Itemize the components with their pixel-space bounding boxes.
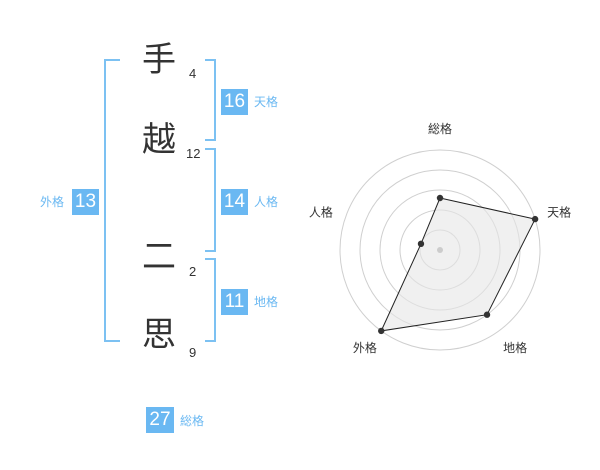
radar-axis-label-4: 外格 bbox=[353, 340, 377, 355]
jinkaku-label: 人格 bbox=[254, 195, 279, 209]
tenkaku-bracket bbox=[205, 59, 216, 141]
gaikaku-bracket bbox=[104, 59, 120, 342]
radar-points bbox=[378, 194, 539, 335]
radar-data-area bbox=[380, 197, 536, 332]
chikaku-bracket bbox=[205, 258, 216, 342]
gaikaku-value-badge: 13 bbox=[72, 189, 99, 215]
name-char-2: 越 bbox=[142, 120, 176, 160]
radar-point-3 bbox=[483, 311, 491, 318]
radar-point-4 bbox=[378, 327, 385, 335]
radar-axis-label-1: 総格 bbox=[428, 121, 452, 136]
radar-grid-ring bbox=[339, 149, 541, 351]
stroke-count-3: 2 bbox=[189, 264, 197, 279]
stroke-count-4: 9 bbox=[189, 345, 197, 360]
name-char-1: 手 bbox=[142, 40, 176, 80]
jinkaku-value-badge: 14 bbox=[221, 189, 248, 215]
radar-point-1 bbox=[436, 194, 444, 202]
gaikaku-label: 外格 bbox=[40, 195, 65, 209]
jinkaku-bracket bbox=[205, 148, 216, 252]
stroke-count-2: 12 bbox=[186, 146, 201, 161]
radar-point-2 bbox=[531, 215, 539, 223]
chikaku-label: 地格 bbox=[254, 295, 279, 309]
soukaku-value-badge: 27 bbox=[146, 407, 174, 433]
chikaku-value-badge: 11 bbox=[221, 289, 248, 315]
radar-center-dot bbox=[437, 247, 443, 253]
name-char-4: 思 bbox=[142, 315, 176, 355]
soukaku-label: 総格 bbox=[180, 414, 205, 428]
tenkaku-label: 天格 bbox=[254, 95, 279, 109]
radar-axis-label-5: 人格 bbox=[309, 205, 333, 220]
stroke-count-1: 4 bbox=[189, 66, 197, 81]
radar-point-5 bbox=[417, 240, 425, 248]
tenkaku-value-badge: 16 bbox=[221, 89, 248, 115]
radar-axis-label-2: 天格 bbox=[547, 205, 571, 220]
radar-axis-label-3: 地格 bbox=[503, 340, 527, 355]
name-char-3: 二 bbox=[142, 237, 176, 277]
